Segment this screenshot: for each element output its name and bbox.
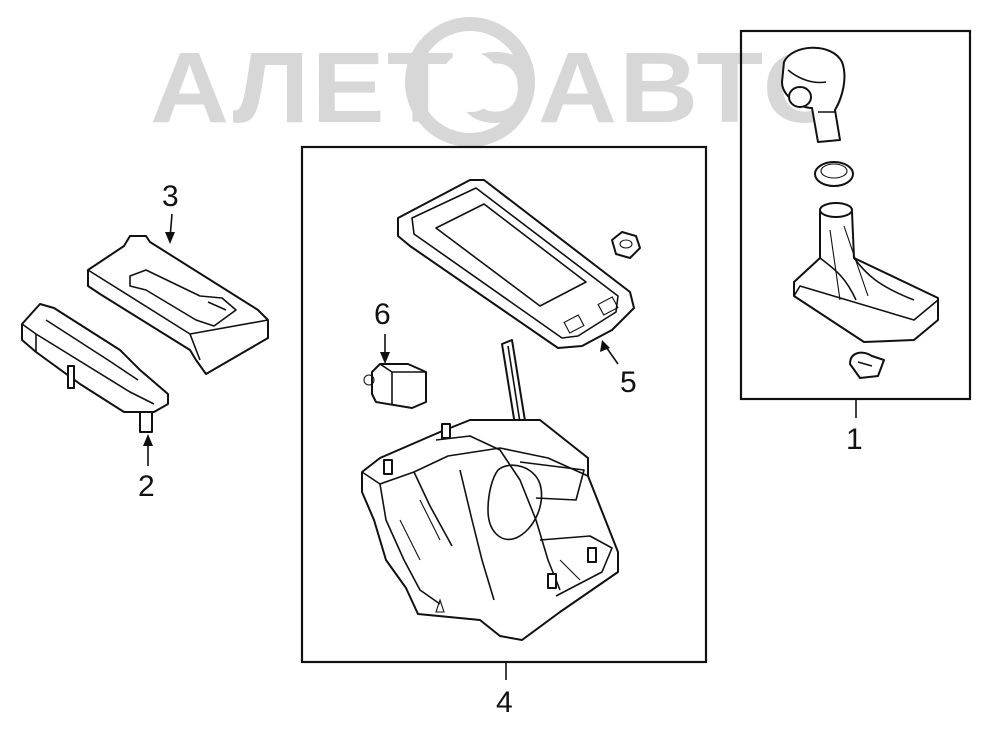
retaining-ring <box>814 161 854 187</box>
indicator-module <box>21 303 169 433</box>
callout-5: 5 <box>620 366 637 399</box>
arrow-6 <box>380 352 390 364</box>
arrow-3 <box>165 232 175 244</box>
callout-1: 1 <box>846 423 863 456</box>
nut <box>611 231 641 259</box>
clip <box>849 351 885 379</box>
gear-icon <box>405 17 535 147</box>
watermark-logo: АЛЕТОАВТО <box>150 17 848 147</box>
trim-bezel <box>397 179 635 349</box>
arrow-5 <box>600 340 610 352</box>
arrow-2 <box>143 434 153 446</box>
group-box-4 <box>300 145 708 664</box>
shift-knob <box>781 46 846 143</box>
bezel-cover <box>87 235 269 375</box>
callout-3: 3 <box>162 180 179 213</box>
callout-2: 2 <box>138 470 155 503</box>
shifter-mechanism <box>361 339 619 641</box>
callout-6: 6 <box>374 298 391 331</box>
callout-4: 4 <box>496 686 513 719</box>
switch-connector <box>363 363 427 409</box>
shift-boot <box>793 202 939 343</box>
